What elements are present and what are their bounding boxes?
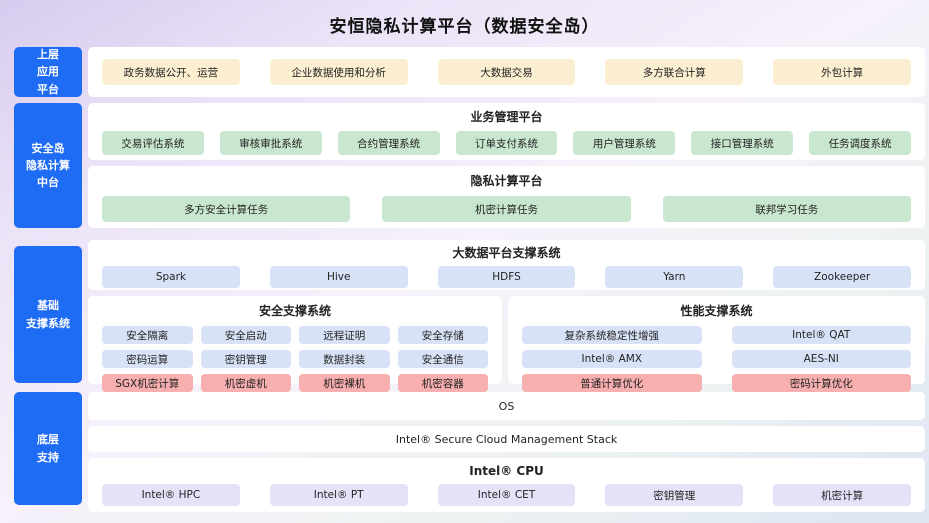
sidebar-label-privacy-middle-platform: 安全岛 隐私计算 中台 [14,103,82,228]
privacy-box: 机密计算任务 [382,196,631,222]
sidebar-label-underlying-support: 底层 支持 [14,392,82,505]
security-box: 安全隔离 [102,326,193,344]
cpu-box: Intel® CET [437,484,576,506]
cpu-boxes-row: Intel® HPC Intel® PT Intel® CET 密钥管理 机密计… [88,484,925,506]
business-box: 订单支付系统 [455,131,558,155]
section-title-security: 安全支撑系统 [258,304,331,318]
performance-box: AES-NI [731,350,911,368]
panel-business-management: 业务管理平台 交易评估系统 审核审批系统 合约管理系统 订单支付系统 用户管理系… [88,103,925,160]
security-box-confidential: 机密裸机 [299,374,390,392]
app-box: 外包计算 [773,59,911,85]
panel-app-layer: 政务数据公开、运营 企业数据使用和分析 大数据交易 多方联合计算 外包计算 [88,47,925,97]
section-title-bigdata: 大数据平台支撑系统 [452,246,561,260]
stack-label: Intel® Secure Cloud Management Stack [395,432,618,446]
sidebar-label-basic-support: 基础 支撑系统 [14,246,82,383]
bigdata-box: HDFS [437,266,576,288]
cpu-box: 密钥管理 [605,484,744,506]
security-box: 安全存储 [397,326,488,344]
sidebar-label-line: 底层 [37,433,59,447]
app-box: 政务数据公开、运营 [102,59,240,85]
security-box-confidential: 机密虚机 [200,374,291,392]
performance-box-optimization: 密码计算优化 [731,374,911,392]
security-box-confidential: SGX机密计算 [102,374,193,392]
panel-privacy-computing: 隐私计算平台 多方安全计算任务 机密计算任务 联邦学习任务 [88,166,925,228]
business-box: 合约管理系统 [337,131,440,155]
sidebar-label-line: 支撑系统 [26,316,70,330]
section-title-privacy: 隐私计算平台 [470,174,543,188]
app-box: 大数据交易 [437,59,576,85]
page-title: 安恒隐私计算平台（数据安全岛） [329,17,600,37]
section-title-performance: 性能支撑系统 [680,304,753,318]
performance-box-optimization: 普通计算优化 [522,374,702,392]
privacy-box: 联邦学习任务 [662,196,911,222]
app-box: 企业数据使用和分析 [269,59,408,85]
section-title-business: 业务管理平台 [470,110,543,124]
privacy-box: 多方安全计算任务 [102,196,351,222]
security-box: 密码运算 [102,350,193,368]
panel-security-support: 安全支撑系统 安全隔离 安全启动 远程证明 安全存储 密码运算 密钥管理 数据封… [88,296,502,392]
privacy-boxes-row: 多方安全计算任务 机密计算任务 联邦学习任务 [88,196,925,222]
app-boxes-row: 政务数据公开、运营 企业数据使用和分析 大数据交易 多方联合计算 外包计算 [88,59,925,85]
cpu-box: Intel® PT [269,484,408,506]
sidebar-label-app-layer: 上层 应用 平台 [14,47,82,97]
sidebar-label-line: 安全岛 [31,141,65,155]
security-box: 安全通信 [397,350,488,368]
os-label: OS [498,399,515,413]
panel-intel-cpu: Intel® CPU Intel® HPC Intel® PT Intel® C… [88,458,925,512]
performance-box: 复杂系统稳定性增强 [522,326,702,344]
panel-os: OS [88,392,925,420]
business-box: 任务调度系统 [809,131,911,155]
sidebar-label-line: 支持 [37,450,59,464]
business-boxes-row: 交易评估系统 审核审批系统 合约管理系统 订单支付系统 用户管理系统 接口管理系… [88,131,925,155]
section-title-cpu: Intel® CPU [469,464,544,478]
security-boxes-grid: 安全隔离 安全启动 远程证明 安全存储 密码运算 密钥管理 数据封装 安全通信 … [88,326,502,392]
sidebar-label-line: 隐私计算 [26,158,70,172]
panel-management-stack: Intel® Secure Cloud Management Stack [88,426,925,452]
bigdata-box: Spark [102,266,240,288]
panel-performance-support: 性能支撑系统 复杂系统稳定性增强 Intel® QAT Intel® AMX A… [508,296,925,392]
bigdata-box: Yarn [605,266,744,288]
security-box: 安全启动 [200,326,291,344]
sidebar-label-line: 平台 [37,82,59,96]
bigdata-box: Hive [269,266,408,288]
business-box: 交易评估系统 [102,131,204,155]
performance-box: Intel® QAT [731,326,911,344]
bigdata-boxes-row: Spark Hive HDFS Yarn Zookeeper [88,266,925,288]
performance-box: Intel® AMX [522,350,702,368]
business-box: 审核审批系统 [219,131,322,155]
app-box: 多方联合计算 [605,59,744,85]
security-box: 密钥管理 [200,350,291,368]
sidebar-label-line: 中台 [37,176,59,190]
performance-boxes-grid: 复杂系统稳定性增强 Intel® QAT Intel® AMX AES-NI 普… [508,326,925,392]
sidebar-label-line: 应用 [37,65,59,79]
cpu-box: 机密计算 [773,484,911,506]
security-box: 数据封装 [299,350,390,368]
business-box: 接口管理系统 [691,131,794,155]
security-box: 远程证明 [299,326,390,344]
business-box: 用户管理系统 [573,131,676,155]
sidebar-label-line: 上层 [37,48,59,62]
security-box-confidential: 机密容器 [397,374,488,392]
sidebar-label-line: 基础 [37,299,59,313]
bigdata-box: Zookeeper [773,266,911,288]
cpu-box: Intel® HPC [102,484,240,506]
panel-bigdata-support: 大数据平台支撑系统 Spark Hive HDFS Yarn Zookeeper [88,240,925,290]
